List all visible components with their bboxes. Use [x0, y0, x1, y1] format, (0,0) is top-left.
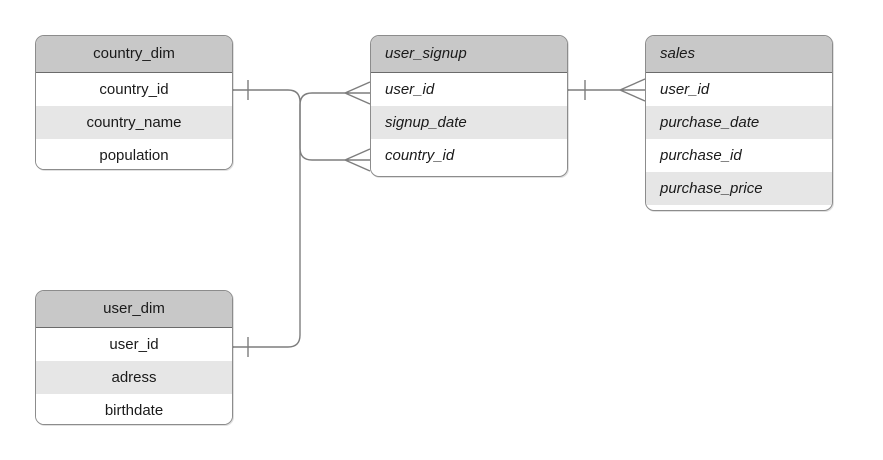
- entity-field-user_dim-birthdate[interactable]: birthdate: [36, 394, 232, 424]
- entity-field-user_signup-user_id[interactable]: user_id: [371, 73, 567, 106]
- entity-title-sales: sales: [646, 36, 832, 73]
- entity-title-user_signup: user_signup: [371, 36, 567, 73]
- entity-field-user_signup-signup_date[interactable]: signup_date: [371, 106, 567, 139]
- cardinality-many-crowfoot: [344, 81, 371, 105]
- entity-field-user_dim-adress[interactable]: adress: [36, 361, 232, 394]
- entity-title-user_dim: user_dim: [36, 291, 232, 328]
- relationship-user_signup-to-sales[interactable]: [568, 78, 646, 102]
- entity-field-sales-purchase_id[interactable]: purchase_id: [646, 139, 832, 172]
- entity-field-country_dim-country_name[interactable]: country_name: [36, 106, 232, 139]
- relationship-country_dim-to-user_signup[interactable]: [233, 80, 371, 172]
- cardinality-many-crowfoot: [344, 148, 371, 172]
- entity-field-sales-purchase_date[interactable]: purchase_date: [646, 106, 832, 139]
- entity-field-country_dim-country_id[interactable]: country_id: [36, 73, 232, 106]
- entity-field-sales-purchase_price[interactable]: purchase_price: [646, 172, 832, 205]
- connector-line: [233, 92, 345, 348]
- connector-line: [233, 89, 345, 161]
- entity-title-country_dim: country_dim: [36, 36, 232, 73]
- entity-field-user_dim-user_id[interactable]: user_id: [36, 328, 232, 361]
- entity-field-sales-user_id[interactable]: user_id: [646, 73, 832, 106]
- entity-field-user_signup-country_id[interactable]: country_id: [371, 139, 567, 172]
- entity-field-country_dim-population[interactable]: population: [36, 139, 232, 169]
- cardinality-many-crowfoot: [619, 78, 646, 102]
- relationship-user_dim-to-user_signup[interactable]: [233, 81, 371, 357]
